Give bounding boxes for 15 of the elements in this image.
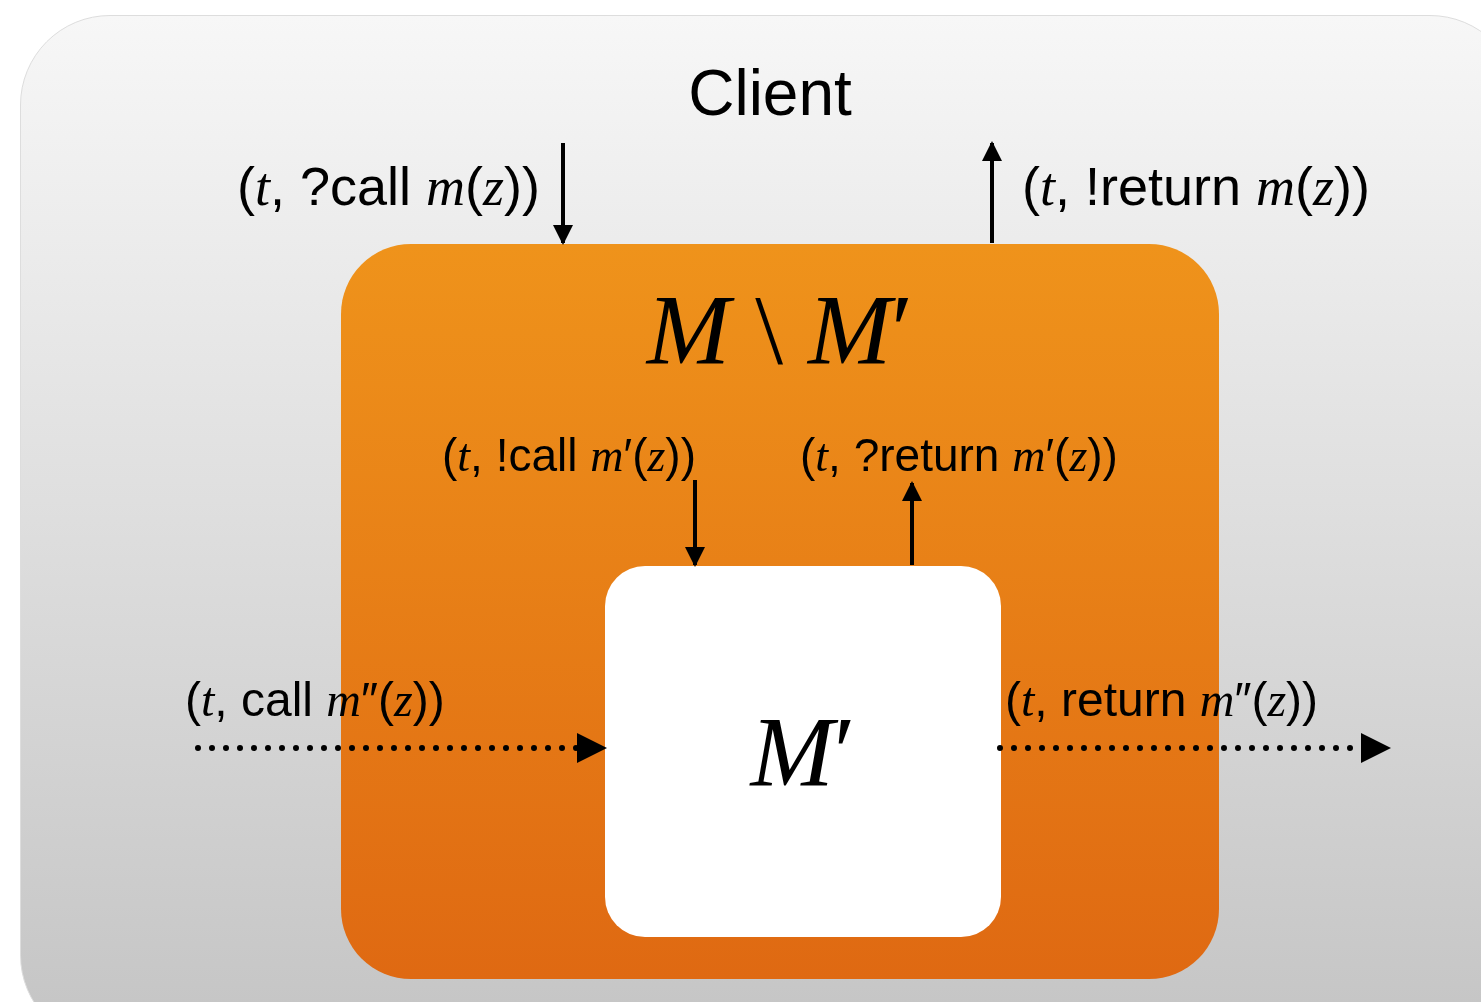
box-title: Client xyxy=(688,56,852,130)
edge-label: (t, !return m(z)) xyxy=(1022,155,1371,218)
edge-label: (t, ?return m′(z)) xyxy=(800,428,1118,482)
dotted-arrow xyxy=(997,733,1391,763)
arrow xyxy=(982,141,1002,243)
arrow xyxy=(685,480,705,567)
dotted-arrow xyxy=(195,733,607,763)
box-title: M′ xyxy=(750,695,856,809)
module-box xyxy=(605,566,1001,937)
box-title: M \ M′ xyxy=(646,273,914,387)
arrow xyxy=(553,143,573,245)
client-box xyxy=(20,15,1481,1002)
edge-label: (t, !call m′(z)) xyxy=(442,428,696,482)
arrow xyxy=(902,481,922,565)
edge-label: (t, ?call m(z)) xyxy=(235,155,540,218)
